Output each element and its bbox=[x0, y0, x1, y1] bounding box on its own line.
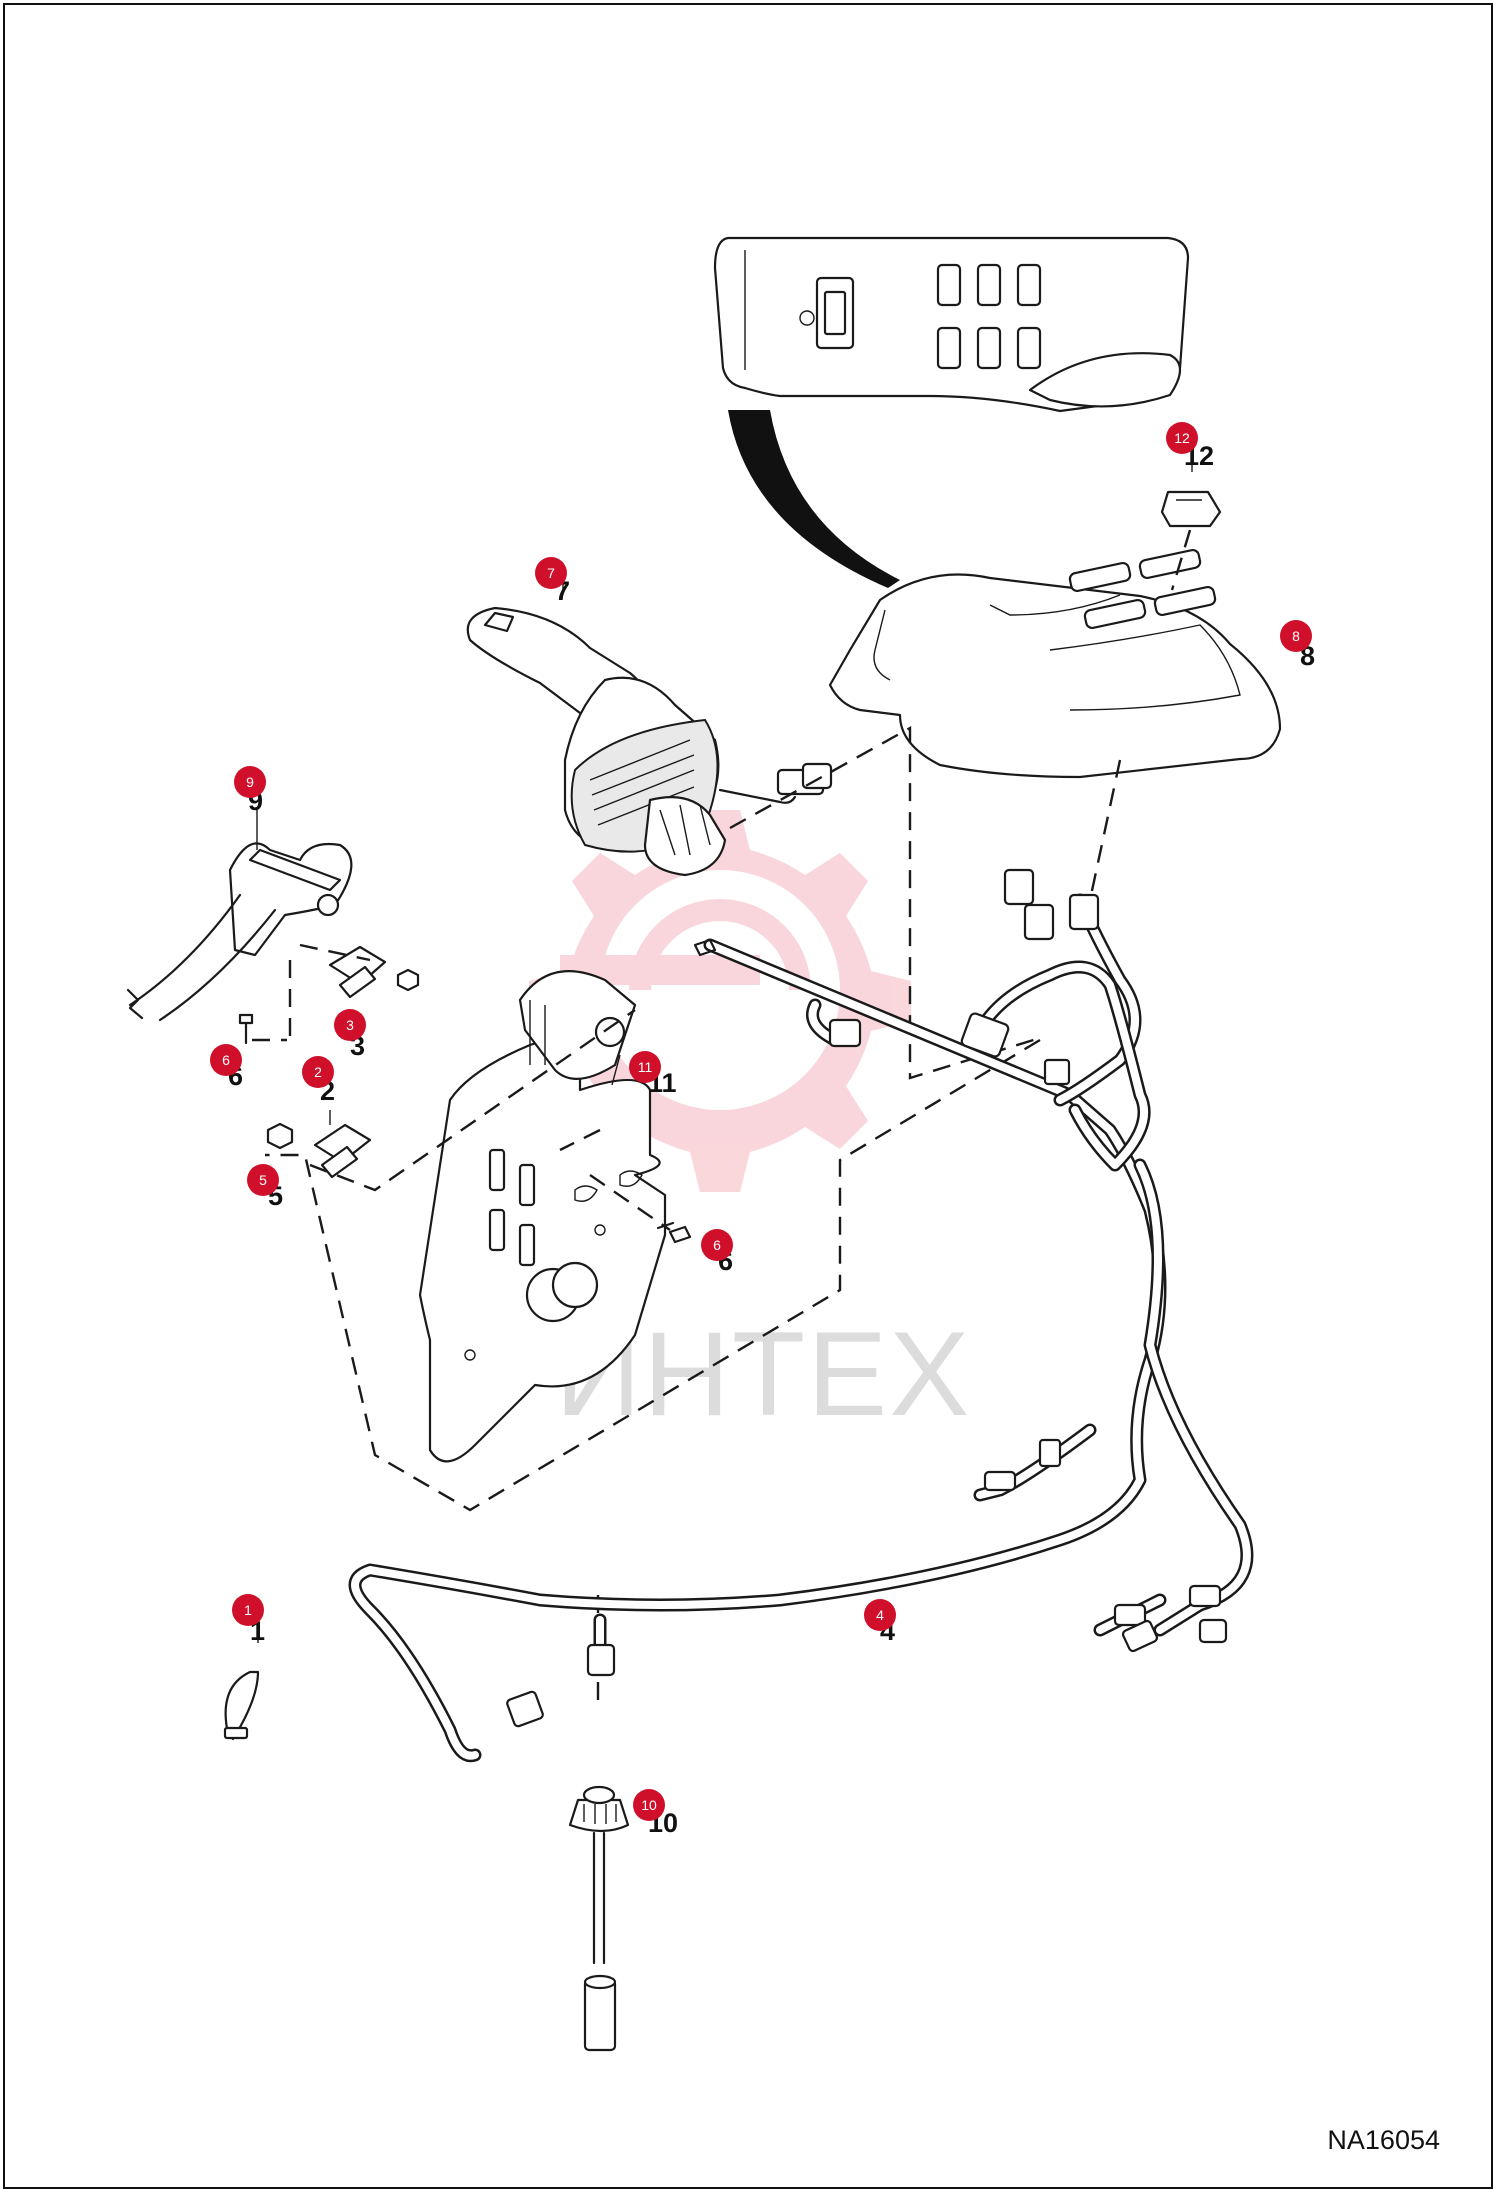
callout-badge-6b: 6 bbox=[701, 1229, 733, 1261]
callout-badges: 1 2 3 4 5 6 6 7 8 9 10 11 12 bbox=[210, 422, 1312, 1821]
callout-badge-7: 7 bbox=[535, 557, 567, 589]
guide-6b bbox=[589, 1174, 671, 1231]
svg-text:1: 1 bbox=[244, 1602, 252, 1618]
callout-badge-12: 12 bbox=[1166, 422, 1198, 454]
svg-text:3: 3 bbox=[346, 1017, 354, 1033]
bolt-lower bbox=[656, 1221, 692, 1244]
wiring-harness bbox=[348, 868, 1254, 1763]
diagram-frame bbox=[3, 3, 1493, 2189]
callout-badge-6a: 6 bbox=[210, 1044, 242, 1076]
joystick bbox=[466, 606, 833, 877]
view-arrow bbox=[728, 410, 900, 588]
bolt-upper bbox=[238, 1013, 254, 1045]
callout-badge-9: 9 bbox=[234, 766, 266, 798]
guide-12 bbox=[1170, 529, 1192, 591]
svg-text:6: 6 bbox=[222, 1052, 230, 1068]
svg-text:10: 10 bbox=[641, 1797, 657, 1813]
pivot-bracket bbox=[126, 842, 353, 1022]
console-cover-top-view bbox=[713, 236, 1190, 413]
callout-badge-11: 11 bbox=[629, 1051, 661, 1083]
nut-upper bbox=[396, 968, 420, 992]
guide-3 bbox=[299, 943, 371, 962]
console-cover bbox=[828, 548, 1282, 779]
callout-badge-2: 2 bbox=[302, 1056, 334, 1088]
svg-text:11: 11 bbox=[638, 1059, 653, 1075]
callout-badge-1: 1 bbox=[232, 1594, 264, 1626]
nut-lower bbox=[266, 1122, 294, 1150]
svg-text:9: 9 bbox=[246, 774, 254, 790]
clip bbox=[1160, 490, 1222, 528]
svg-text:5: 5 bbox=[259, 1172, 267, 1188]
clamp-upper bbox=[328, 945, 387, 999]
callout-badge-5: 5 bbox=[247, 1164, 279, 1196]
part-number-labels: 1 2 3 4 5 6 6 7 8 9 10 11 12 bbox=[228, 441, 1315, 1838]
svg-text:7: 7 bbox=[547, 565, 555, 581]
sensor bbox=[568, 1785, 630, 2052]
mounting-plate bbox=[418, 969, 667, 1463]
callout-badge-10: 10 bbox=[633, 1789, 665, 1821]
callout-badge-4: 4 bbox=[864, 1599, 896, 1631]
svg-text:6: 6 bbox=[713, 1237, 721, 1253]
svg-text:8: 8 bbox=[1292, 628, 1300, 644]
callout-badge-8: 8 bbox=[1280, 620, 1312, 652]
svg-text:2: 2 bbox=[314, 1064, 322, 1080]
callout-badge-3: 3 bbox=[334, 1009, 366, 1041]
clamp-lower bbox=[313, 1123, 372, 1179]
leader-11 bbox=[611, 1054, 621, 1086]
figure-code: NA16054 bbox=[1327, 2125, 1440, 2155]
svg-text:12: 12 bbox=[1174, 430, 1190, 446]
cable-tie bbox=[223, 1670, 260, 1741]
svg-text:4: 4 bbox=[876, 1607, 884, 1623]
